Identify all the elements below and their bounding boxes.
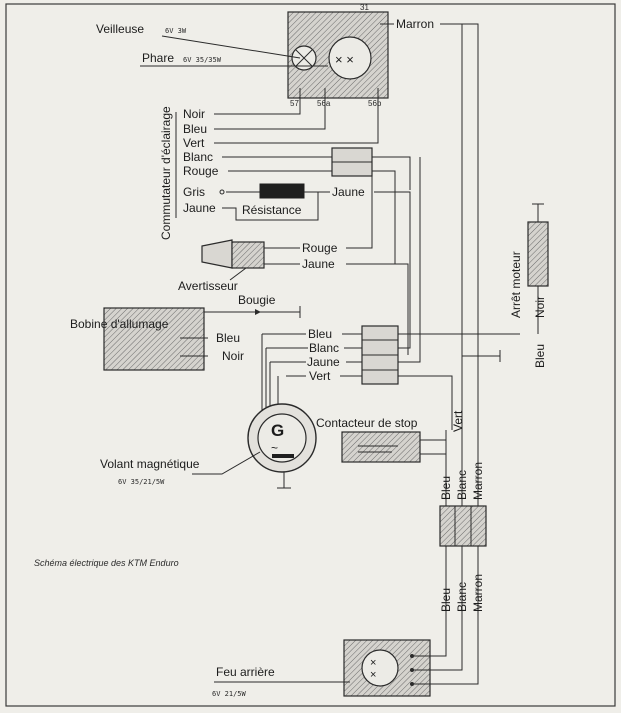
feu-label: Feu arrière	[216, 665, 275, 679]
page-frame	[5, 3, 616, 707]
gen-bleu: Bleu	[308, 327, 332, 341]
arret-label: Arrêt moteur	[509, 251, 523, 318]
caption: Schéma électrique des KTM Enduro	[34, 558, 179, 568]
bobine-label: Bobine d'allumage	[70, 317, 169, 331]
sw-gris: Gris	[183, 185, 205, 199]
bobine-box	[103, 307, 205, 371]
arret-noir: Noir	[533, 296, 547, 318]
v-blanc2: Blanc	[455, 582, 469, 612]
feu-spec: 6V 21/5W	[212, 690, 247, 698]
sw-jaune: Jaune	[183, 201, 216, 215]
term-57: 57	[290, 99, 299, 108]
svg-text:×: ×	[370, 657, 376, 669]
volant-spec: 6V 35/21/5W	[118, 478, 165, 486]
arret-moteur-switch	[527, 221, 549, 287]
gen-blanc: Blanc	[309, 341, 339, 355]
horn-rouge: Rouge	[302, 241, 338, 255]
svg-text:~: ~	[271, 441, 278, 455]
horn-jaune: Jaune	[302, 257, 335, 271]
stop-switch	[341, 431, 421, 463]
horn-body	[231, 241, 265, 269]
headlight-block: × ×	[287, 11, 389, 99]
bleu-right: Bleu	[533, 344, 547, 368]
phare-label: Phare	[142, 51, 174, 65]
resistance-label: Résistance	[242, 203, 302, 217]
stop-label: Contacteur de stop	[316, 416, 418, 430]
veilleuse-label: Veilleuse	[96, 22, 144, 36]
v-marron1: Marron	[471, 462, 485, 500]
coil-noir: Noir	[222, 349, 244, 363]
term-31: 31	[360, 3, 369, 12]
sw-blanc: Blanc	[183, 150, 213, 164]
svg-text:×: ×	[370, 669, 376, 681]
coil-bleu: Bleu	[216, 331, 240, 345]
volant-block: G ~	[247, 403, 317, 489]
volant-label: Volant magnétique	[100, 457, 200, 471]
commutateur-label: Commutateur d'éclairage	[159, 106, 173, 240]
v-bleu1: Bleu	[439, 476, 453, 500]
term-56a: 56a	[317, 99, 331, 108]
connector-3way	[439, 505, 487, 547]
v-bleu2: Bleu	[439, 588, 453, 612]
feu-bulb-icon	[361, 649, 399, 687]
svg-text:× ×: × ×	[335, 52, 354, 67]
v-marron2: Marron	[471, 574, 485, 612]
sw-rouge: Rouge	[183, 164, 219, 178]
v-blanc1: Blanc	[455, 470, 469, 500]
gen-vert: Vert	[309, 369, 331, 383]
veilleuse-spec: 6V 3W	[165, 27, 187, 35]
gen-letter: G	[271, 421, 284, 440]
phare-spec: 6V 35/35W	[183, 56, 222, 64]
avertisseur-block	[201, 239, 265, 269]
horn-icon	[201, 239, 233, 269]
term-56b: 56b	[368, 99, 382, 108]
sw-bleu: Bleu	[183, 122, 207, 136]
sw-noir: Noir	[183, 107, 205, 121]
res-jaune: Jaune	[332, 185, 365, 199]
resistance-icon	[259, 183, 305, 199]
phare-bulb-icon	[328, 36, 372, 80]
marron-top-label: Marron	[396, 17, 434, 31]
commutateur-block: Commutateur d'éclairage Noir Bleu Vert B…	[159, 106, 219, 240]
sw-vert: Vert	[183, 136, 205, 150]
vert-vertical: Vert	[451, 410, 465, 432]
gen-jaune: Jaune	[307, 355, 340, 369]
bougie-label: Bougie	[238, 293, 276, 307]
avertisseur-label: Avertisseur	[178, 279, 238, 293]
